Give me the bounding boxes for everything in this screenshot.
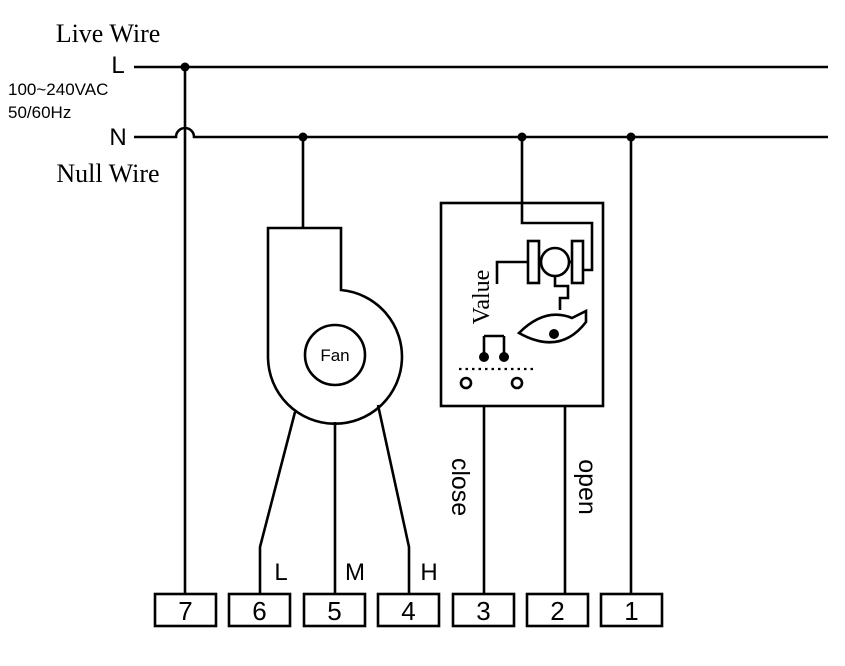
terminal-5: 5 [302,592,367,628]
terminal-4-number: 4 [401,596,415,626]
terminal-2: 2 [525,592,590,628]
valve-label: Value [469,270,495,325]
valve-motor-rotor [539,246,571,278]
terminal-2-number: 2 [550,596,564,626]
terminal-4: 4 [376,592,441,628]
fan-motor-circle [303,323,367,387]
fan-high-wire [376,404,411,594]
fan-speed-high-label: H [420,559,437,586]
terminal-5-number: 5 [327,596,341,626]
live-letter-label: L [111,52,124,79]
frequency-label: 50/60Hz [8,103,71,122]
fan-speed-mid-label: M [345,559,365,586]
terminal-7-number: 7 [178,596,192,626]
valve-motor-right-plate [570,239,585,285]
terminal-7: 7 [153,592,218,628]
terminal-3: 3 [451,592,516,628]
fan-low-wire [258,411,297,594]
valve-switch-left-dot [479,352,489,362]
fan-blower-housing [266,226,404,425]
valve-open-label: open [573,459,601,515]
neutral-wire-line [134,126,828,139]
valve-cam-pivot-dot [549,329,559,339]
valve-cam [516,308,588,344]
valve-motor-side-wire [495,260,528,284]
fan-label: Fan [320,346,349,365]
valve-contact-close-terminal [459,376,473,390]
terminal-6: 6 [227,592,292,628]
valve-switch-right-dot [499,352,509,362]
terminal-1: 1 [599,592,664,628]
valve-motor-spring-link [553,276,570,310]
terminal-6-number: 6 [252,596,266,626]
valve-neutral-wire [520,137,594,272]
terminal-3-number: 3 [476,596,490,626]
voltage-label: 100~240VAC [8,80,108,99]
terminal-1-number: 1 [624,596,638,626]
valve-contact-open-terminal [510,376,524,390]
null-wire-label: Null Wire [56,159,159,188]
fan-speed-low-label: L [274,559,287,586]
valve-motor-left-plate [526,239,541,285]
valve-actuator-box [439,201,605,408]
live-wire-label: Live Wire [56,19,161,48]
valve-close-label: close [446,458,474,516]
neutral-letter-label: N [109,124,126,151]
